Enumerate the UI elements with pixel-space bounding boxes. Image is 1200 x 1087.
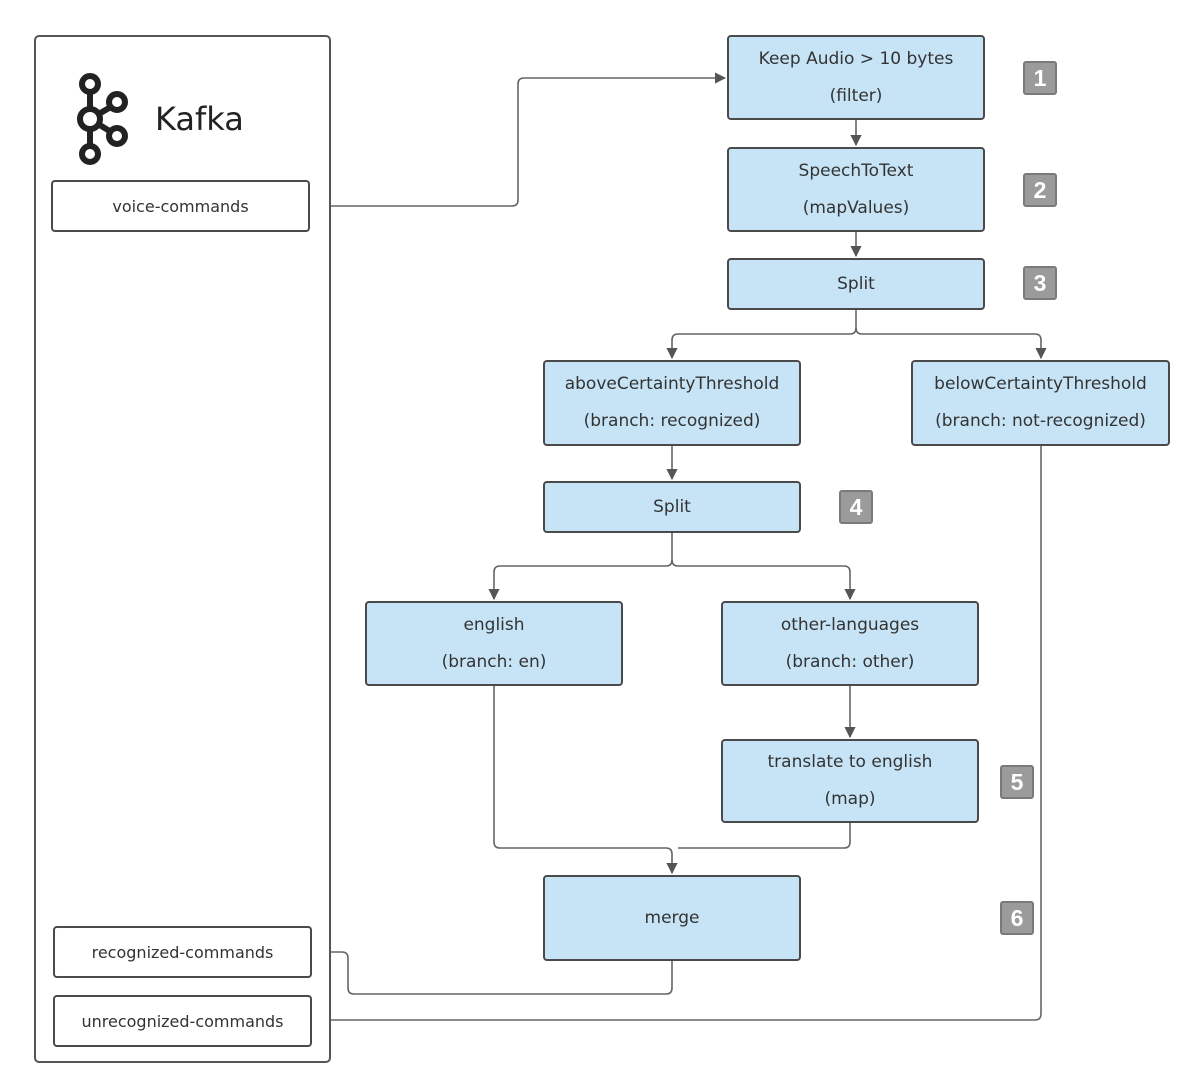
step-badge-4: 4 bbox=[839, 490, 873, 524]
topic-label: voice-commands bbox=[112, 196, 249, 216]
edge-english-to-merge bbox=[493, 686, 678, 875]
topic-label: recognized-commands bbox=[91, 942, 274, 962]
edge-split2-to-other bbox=[671, 559, 856, 601]
node-title: Split bbox=[837, 273, 875, 294]
node-operation: (branch: en) bbox=[441, 651, 547, 672]
topic-recognized-commands[interactable]: recognized-commands bbox=[53, 926, 312, 978]
node-title: merge bbox=[644, 907, 700, 928]
node-operation: (branch: not-recognized) bbox=[935, 411, 1146, 431]
edge-split2-to-english bbox=[488, 533, 673, 601]
edge-merge-to-recognized bbox=[312, 946, 673, 995]
node-title: Split bbox=[653, 496, 691, 517]
edge-split1-to-above bbox=[666, 310, 857, 360]
edge-translate-to-merge bbox=[678, 823, 851, 849]
topic-label: unrecognized-commands bbox=[81, 1011, 284, 1031]
node-operation: (branch: other) bbox=[785, 651, 915, 672]
node-split-2[interactable]: Split bbox=[543, 481, 801, 533]
node-title: english bbox=[463, 614, 525, 635]
node-english[interactable]: english (branch: en) bbox=[365, 601, 623, 686]
step-badge-5: 5 bbox=[1000, 765, 1034, 799]
topic-unrecognized-commands[interactable]: unrecognized-commands bbox=[53, 995, 312, 1047]
node-speech-to-text[interactable]: SpeechToText (mapValues) bbox=[727, 147, 985, 232]
node-title: SpeechToText bbox=[798, 160, 914, 181]
node-title: aboveCertaintyThreshold bbox=[564, 374, 780, 394]
step-badge-2: 2 bbox=[1023, 173, 1057, 207]
kafka-logo-icon bbox=[77, 73, 128, 165]
node-other-languages[interactable]: other-languages (branch: other) bbox=[721, 601, 979, 686]
node-title: other-languages bbox=[780, 614, 920, 635]
node-operation: (branch: recognized) bbox=[583, 411, 761, 431]
topic-voice-commands[interactable]: voice-commands bbox=[51, 180, 310, 232]
kafka-title: Kafka bbox=[155, 100, 244, 138]
node-operation: (mapValues) bbox=[802, 197, 910, 218]
edge-below-to-unrecognized bbox=[312, 446, 1042, 1026]
node-title: belowCertaintyThreshold bbox=[934, 374, 1147, 394]
node-filter[interactable]: Keep Audio > 10 bytes (filter) bbox=[727, 35, 985, 120]
node-title: translate to english bbox=[767, 752, 933, 772]
node-merge[interactable]: merge bbox=[543, 875, 801, 961]
node-above-certainty[interactable]: aboveCertaintyThreshold (branch: recogni… bbox=[543, 360, 801, 446]
edge-voice-to-filter bbox=[310, 72, 727, 207]
node-translate[interactable]: translate to english (map) bbox=[721, 739, 979, 823]
node-operation: (map) bbox=[824, 789, 876, 809]
node-title: Keep Audio > 10 bytes bbox=[758, 48, 954, 69]
step-badge-3: 3 bbox=[1023, 266, 1057, 300]
node-operation: (filter) bbox=[829, 85, 883, 106]
step-badge-6: 6 bbox=[1000, 901, 1034, 935]
step-badge-1: 1 bbox=[1023, 61, 1057, 95]
node-split-1[interactable]: Split bbox=[727, 258, 985, 310]
node-below-certainty[interactable]: belowCertaintyThreshold (branch: not-rec… bbox=[911, 360, 1170, 446]
edge-split1-to-below bbox=[855, 327, 1047, 360]
